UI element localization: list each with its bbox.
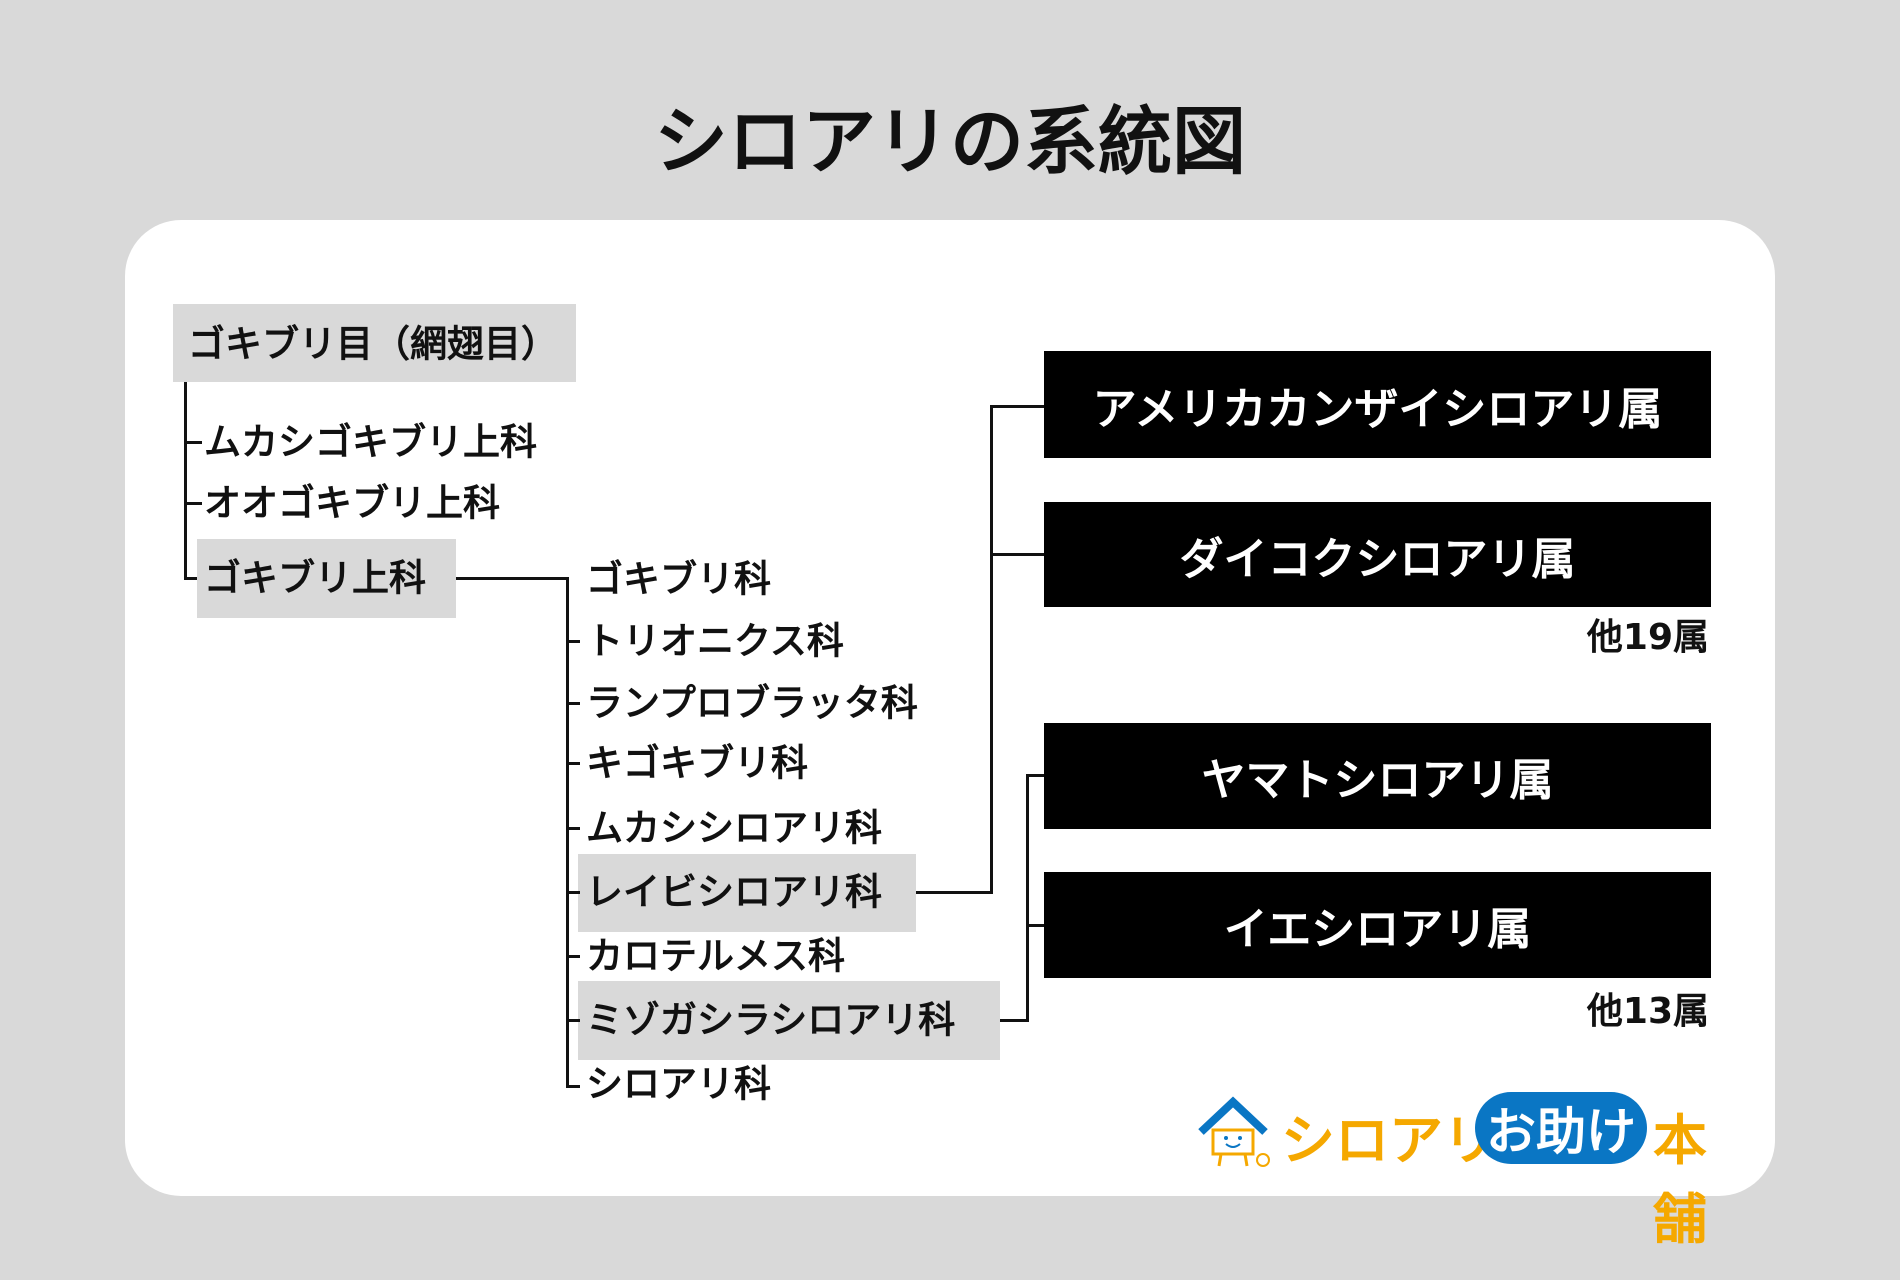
connector xyxy=(456,577,569,580)
connector xyxy=(566,640,580,643)
superfamily-label: オオゴキブリ上科 xyxy=(204,481,500,525)
connector xyxy=(184,577,202,580)
connector xyxy=(990,405,1044,408)
family-label: ゴキブリ科 xyxy=(586,557,771,601)
other-genera-label: 他13属 xyxy=(1586,991,1709,1032)
family-highlight xyxy=(578,854,916,932)
connector xyxy=(1026,774,1044,777)
page-title: シロアリの系統図 xyxy=(654,99,1246,185)
family-connector xyxy=(566,577,569,1088)
connector xyxy=(990,553,1044,556)
connector xyxy=(990,405,993,894)
connector xyxy=(1026,774,1029,1022)
connector xyxy=(566,1019,580,1022)
family-label: ミゾガシラシロアリ科 xyxy=(586,998,956,1042)
brand-logo: シロアリ お助け 本舗 xyxy=(1193,1088,1753,1251)
genus-box: ダイコクシロアリ属 xyxy=(1044,502,1711,607)
genus-box: アメリカカンザイシロアリ属 xyxy=(1044,351,1711,458)
connector xyxy=(566,955,580,958)
connector xyxy=(1000,1019,1029,1022)
connector xyxy=(566,891,580,894)
family-label: カロテルメス科 xyxy=(586,934,845,978)
connector xyxy=(566,702,580,705)
genus-box: イエシロアリ属 xyxy=(1044,872,1711,978)
family-label: シロアリ科 xyxy=(586,1062,771,1106)
genus-box: ヤマトシロアリ属 xyxy=(1044,723,1711,829)
connector xyxy=(566,762,580,765)
family-highlight xyxy=(578,981,1000,1060)
connector xyxy=(1026,924,1044,927)
house-mascot-icon xyxy=(1198,1096,1270,1167)
logo-part2: お助け xyxy=(1475,1092,1647,1164)
superfamily-label: ゴキブリ上科 xyxy=(204,556,426,600)
logo-part3: 本舗 xyxy=(1653,1109,1707,1251)
family-label: トリオニクス科 xyxy=(586,619,844,663)
superfamily-highlight xyxy=(197,539,456,618)
family-label: レイビシロアリ科 xyxy=(586,870,882,914)
logo-part1: シロアリ xyxy=(1281,1109,1497,1172)
order-label: ゴキブリ目（網翅目） xyxy=(188,322,558,366)
connector xyxy=(566,827,580,830)
connector xyxy=(184,441,202,444)
superfamily-label: ムカシゴキブリ上科 xyxy=(204,420,537,464)
other-genera-label: 他19属 xyxy=(1586,617,1709,658)
connector xyxy=(916,891,993,894)
family-label: ムカシシロアリ科 xyxy=(586,806,882,850)
connector xyxy=(566,1085,580,1088)
family-label: キゴキブリ科 xyxy=(586,741,808,785)
order-connector xyxy=(184,382,187,579)
order-highlight xyxy=(173,304,576,382)
family-label: ランプロブラッタ科 xyxy=(586,681,918,725)
connector xyxy=(184,502,202,505)
